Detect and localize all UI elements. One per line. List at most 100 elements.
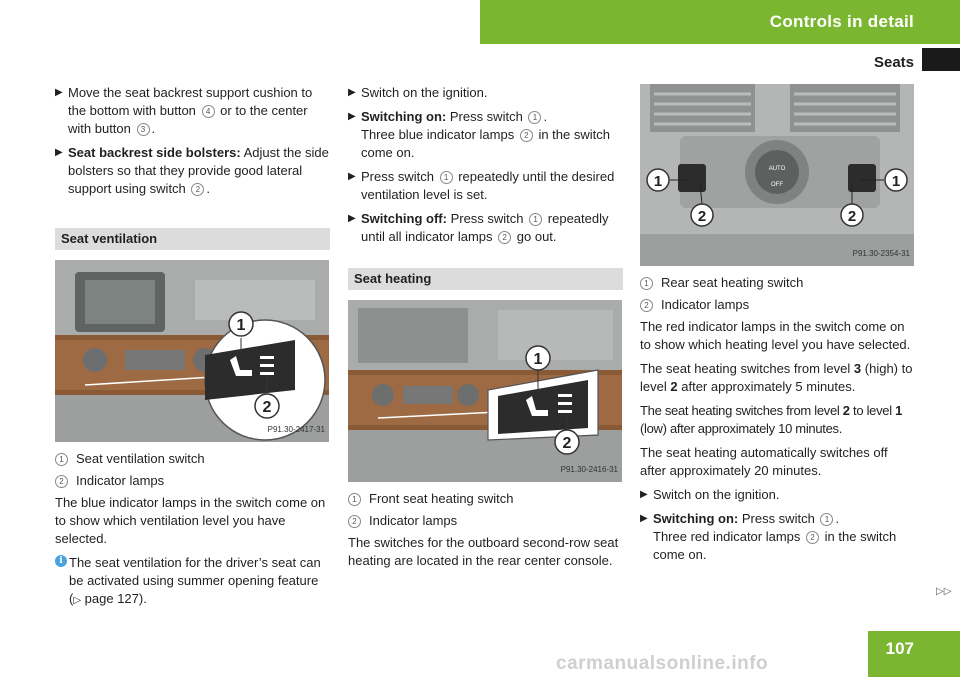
step-text: in the switch come on. [653, 529, 897, 562]
callout-2: 2 [698, 208, 706, 225]
instruction-step: ▶ Move the seat backrest support cushion… [55, 84, 330, 138]
legend-item: 2 Indicator lamps [348, 512, 623, 530]
legend-item: 1 Rear seat heating switch [640, 274, 916, 292]
instruction-step: ▶ Seat backrest side bolsters: Adjust th… [55, 144, 330, 198]
legend-item: 1 Front seat heating switch [348, 490, 623, 508]
legend-text: Seat ventilation switch [76, 451, 205, 466]
body-paragraph: The seat heating automatically switches … [640, 445, 888, 478]
step-text: repeatedly until the desired ventilation… [361, 169, 615, 202]
page-number-box: 107 [868, 631, 960, 677]
continued-icon: ▷▷ [936, 586, 952, 597]
column-2: ▶ Switch on the ignition. ▶ Switching on… [348, 84, 623, 576]
photo-code: P91.30-2416-31 [560, 465, 618, 474]
level-value: 3 [853, 361, 862, 376]
step-text: Adjust the side bolsters so that they pr… [68, 145, 329, 196]
callout-1: 1 [534, 351, 543, 368]
callout-2: 2 [848, 208, 856, 225]
ref-number: 3 [136, 123, 150, 136]
text: to level [853, 403, 892, 418]
punct: . [206, 181, 211, 196]
legend-number: 2 [640, 299, 653, 312]
section-title: Controls in detail [769, 12, 914, 31]
body-paragraph: The seat heating switches from level 3 (… [640, 360, 916, 396]
step-text: go out. [516, 229, 557, 244]
text: (high) to level [640, 361, 913, 394]
text: The seat heating switches from level [640, 361, 851, 376]
ref-number: 1 [820, 513, 834, 526]
ref-number: 1 [439, 171, 453, 184]
legend-text: Front seat heating switch [369, 491, 514, 506]
instruction-step: ▶ Press switch 1 repeatedly until the de… [348, 168, 623, 204]
legend-item: 1 Seat ventilation switch [55, 450, 330, 468]
level-value: 2 [842, 403, 850, 418]
bullet-arrow-icon: ▶ [348, 213, 356, 224]
legend-item: 2 Indicator lamps [640, 296, 916, 314]
legend-text: Indicator lamps [76, 473, 165, 488]
subsection-title: Seats [873, 54, 914, 71]
bullet-arrow-icon: ▶ [348, 111, 356, 122]
punct: . [543, 109, 548, 124]
info-text: The seat ventilation for the driver’s se… [69, 555, 321, 606]
callout-1: 1 [892, 173, 900, 190]
callout-1: 1 [237, 317, 246, 334]
ref-number: 1 [528, 111, 542, 124]
bullet-arrow-icon: ▶ [348, 87, 356, 98]
punct: . [151, 121, 156, 136]
info-icon: i [55, 555, 67, 567]
body-paragraph: The seat heating switches from level 2 t… [640, 402, 916, 438]
dashboard-illustration: 1 2 [55, 260, 329, 442]
legend-number: 2 [55, 475, 68, 488]
photo-code: P91.30-2354-31 [852, 249, 910, 258]
text: after approximately 5 minutes. [681, 379, 856, 394]
legend-text: Indicator lamps [369, 513, 458, 528]
step-text: Switch on the ignition. [361, 85, 488, 100]
ref-number: 2 [806, 531, 820, 544]
callout-1: 1 [654, 173, 662, 190]
bullet-arrow-icon: ▶ [640, 513, 648, 524]
body-paragraph: The red indicator lamps in the switch co… [640, 319, 911, 352]
level-value: 1 [895, 403, 903, 418]
legend-text: Indicator lamps [661, 297, 750, 312]
page-reference[interactable]: page 127). [84, 591, 147, 606]
ref-number: 4 [201, 105, 215, 118]
dashboard-illustration: 1 2 [348, 300, 622, 482]
step-label: Switching off: [361, 211, 447, 226]
step-label: Switching on: [653, 511, 739, 526]
body-paragraph: The blue indicator lamps in the switch c… [55, 495, 326, 546]
ref-number: 2 [519, 129, 533, 142]
instruction-step: ▶ Switching on: Press switch 1. Three re… [640, 510, 916, 564]
auto-label: AUTO [769, 166, 786, 172]
level-value: 2 [670, 379, 678, 394]
ventilation-photo: 1 2 P91.30-2417-31 [55, 260, 329, 442]
rear-heating-photo: AUTO OFF 1 1 2 2 P91.30-2354-31 [640, 84, 914, 266]
photo-code: P91.30-2417-31 [267, 425, 325, 434]
punct: . [835, 511, 840, 526]
step-text: or to the center with button [68, 103, 308, 136]
instruction-step: ▶ Switching on: Press switch 1. Three bl… [348, 108, 623, 162]
ref-number: 2 [498, 231, 512, 244]
column-1: ▶ Move the seat backrest support cushion… [55, 84, 330, 610]
step-text: Three red indicator lamps [653, 529, 801, 544]
rear-console-illustration: AUTO OFF 1 1 2 2 [640, 84, 914, 266]
info-note: i The seat ventilation for the driver’s … [55, 554, 330, 610]
step-text: Three blue indicator lamps [361, 127, 515, 142]
ref-number: 2 [191, 183, 205, 196]
callout-2: 2 [263, 399, 272, 416]
legend-number: 2 [348, 515, 361, 528]
off-label: OFF [771, 182, 783, 188]
legend-number: 1 [55, 453, 68, 466]
step-text: Press switch [741, 511, 815, 526]
step-text: Press switch [449, 109, 523, 124]
bullet-arrow-icon: ▶ [640, 489, 648, 500]
callout-2: 2 [563, 435, 572, 452]
thumb-tab [922, 48, 960, 71]
column-3: AUTO OFF 1 1 2 2 P91.30-2354-31 1 Rear s… [640, 84, 916, 570]
body-paragraph: The switches for the outboard second-row… [348, 535, 619, 568]
front-heating-photo: 1 2 P91.30-2416-31 [348, 300, 622, 482]
bullet-arrow-icon: ▶ [55, 87, 63, 98]
legend-text: Rear seat heating switch [661, 275, 804, 290]
step-text: in the switch come on. [361, 127, 610, 160]
legend-item: 2 Indicator lamps [55, 472, 330, 490]
step-label: Seat backrest side bolsters: [68, 145, 241, 160]
step-text: Switch on the ignition. [653, 487, 780, 502]
